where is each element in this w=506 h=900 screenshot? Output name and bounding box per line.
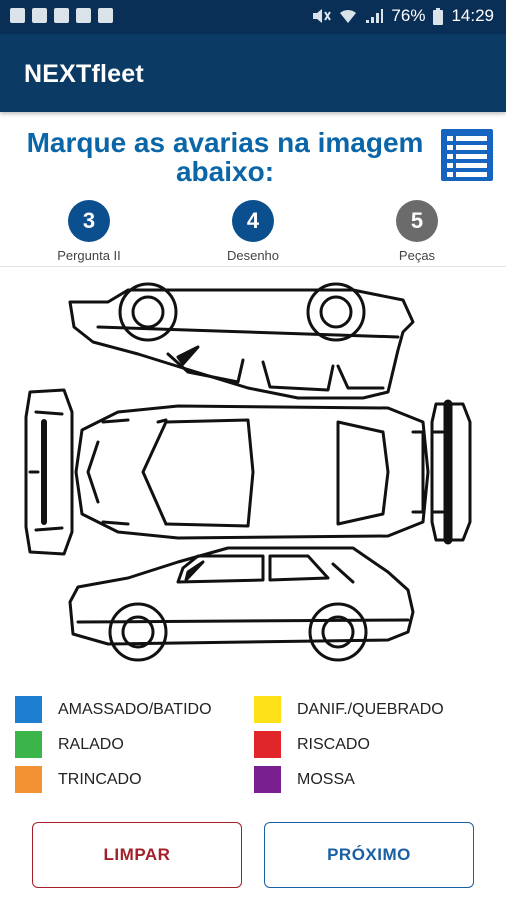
notification-icons	[10, 8, 113, 23]
battery-icon	[433, 7, 444, 25]
legend-swatch	[15, 731, 42, 758]
flag-icon	[98, 8, 113, 23]
legend-label: DANIF./QUEBRADO	[297, 700, 444, 718]
car-top-view	[74, 404, 430, 540]
car-rear-view	[24, 388, 74, 556]
legend-swatch	[254, 766, 281, 793]
legend-swatch	[254, 731, 281, 758]
mute-icon	[313, 9, 332, 23]
next-button[interactable]: PRÓXIMO	[264, 822, 474, 888]
signal-icon	[366, 9, 384, 23]
photo-icon	[54, 8, 69, 23]
car-side-view-bottom	[68, 546, 415, 662]
clock: 14:29	[451, 6, 494, 25]
mail-icon	[32, 8, 47, 23]
car-side-view-top	[68, 282, 415, 400]
legend-item-riscado: RISCADO	[254, 731, 370, 758]
app-bar: NEXTfleet	[0, 34, 506, 112]
car-damage-diagram[interactable]	[8, 272, 498, 684]
legend-item-trincado: TRINCADO	[15, 766, 142, 793]
gallery-icon	[10, 8, 25, 23]
clear-button[interactable]: LIMPAR	[32, 822, 242, 888]
heading-line-2: abaixo:	[175, 156, 275, 187]
system-status: 76% 14:29	[311, 6, 494, 26]
step-indicator: 3 Pergunta II 4 Desenho 5 Peças	[0, 196, 506, 267]
wifi-icon	[340, 9, 357, 23]
legend-swatch	[254, 696, 281, 723]
legend-swatch	[15, 696, 42, 723]
step-4: 4 Desenho	[193, 200, 313, 263]
legend-label: AMASSADO/BATIDO	[58, 700, 212, 718]
legend-item-danificado: DANIF./QUEBRADO	[254, 696, 444, 723]
map-icon	[76, 8, 91, 23]
legend-item-mossa: MOSSA	[254, 766, 355, 793]
car-front-view	[430, 399, 472, 545]
step-3-circle: 3	[68, 200, 110, 242]
app-title: NEXTfleet	[24, 60, 144, 88]
step-4-circle: 4	[232, 200, 274, 242]
legend-item-amassado: AMASSADO/BATIDO	[15, 696, 212, 723]
list-menu-button[interactable]	[441, 129, 493, 181]
step-5-label: Peças	[398, 248, 436, 263]
heading-line-1: Marque as avarias na imagem	[26, 127, 424, 158]
legend-label: RALADO	[58, 735, 124, 753]
step-5-circle: 5	[396, 200, 438, 242]
step-5: 5 Peças	[357, 200, 477, 263]
car-outline-drawing[interactable]	[8, 272, 498, 684]
legend-swatch	[15, 766, 42, 793]
step-3-label: Pergunta II	[57, 248, 121, 263]
status-bar: 76% 14:29	[0, 0, 506, 34]
battery-percent: 76%	[391, 6, 426, 25]
step-4-label: Desenho	[226, 248, 280, 263]
legend-label: RISCADO	[297, 735, 370, 753]
legend-item-ralado: RALADO	[15, 731, 124, 758]
step-3: 3 Pergunta II	[29, 200, 149, 263]
legend-label: TRINCADO	[58, 770, 142, 788]
legend-label: MOSSA	[297, 770, 355, 788]
page-heading: Marque as avarias na imagem abaixo:	[10, 128, 440, 186]
